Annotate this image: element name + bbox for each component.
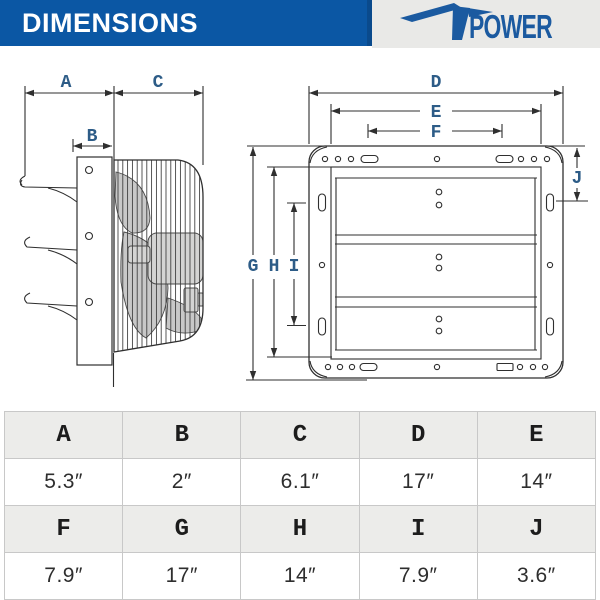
dim-letter-c: C — [240, 411, 360, 459]
dim-value-a: 5.3″ — [3, 458, 124, 506]
dimension-table-wrap: A B C D E 5.3″ 2″ 6.1″ 17″ 14″ F G H I J… — [0, 405, 600, 600]
dim-label-g: G — [248, 257, 259, 277]
brand-text: POWER — [469, 9, 553, 46]
dim-label-h: H — [269, 257, 280, 277]
fan-grille — [117, 160, 201, 352]
dim-value-e: 14″ — [476, 458, 597, 506]
table-header-row-1: A B C D E — [3, 411, 597, 459]
brand-logo-graphic: POWER — [400, 3, 554, 46]
dim-label-a: A — [61, 73, 72, 93]
dim-value-g: 17″ — [122, 552, 242, 600]
dim-value-b: 2″ — [122, 458, 242, 506]
dim-label-e: E — [431, 103, 442, 123]
dim-letter-b: B — [122, 411, 242, 459]
dimension-table: A B C D E 5.3″ 2″ 6.1″ 17″ 14″ F G H I J… — [3, 411, 597, 600]
dim-label-c: C — [153, 73, 164, 93]
dimension-diagram: A B C D E F G H I J — [0, 48, 600, 405]
dim-value-f: 7.9″ — [3, 552, 124, 600]
page-title: DIMENSIONS — [22, 7, 199, 38]
dim-label-d: D — [431, 73, 442, 93]
mounting-holes — [317, 154, 555, 372]
diagram-canvas: A B C D E F G H I J — [19, 73, 588, 387]
dim-value-c: 6.1″ — [240, 458, 360, 506]
dim-letter-f: F — [3, 505, 124, 553]
table-value-row-2: 7.9″ 17″ 14″ 7.9″ 3.6″ — [3, 552, 597, 600]
header-title-bar: DIMENSIONS — [0, 0, 372, 46]
flange-plate — [76, 156, 113, 366]
dim-letter-j: J — [476, 505, 597, 553]
dim-value-j: 3.6″ — [476, 552, 597, 600]
dim-value-d: 17″ — [358, 458, 478, 506]
dim-label-j: J — [572, 169, 583, 189]
table-value-row-1: 5.3″ 2″ 6.1″ 17″ 14″ — [3, 458, 597, 506]
dim-letter-i: I — [358, 505, 478, 553]
lightning-bolt-icon — [400, 3, 493, 40]
dim-letter-e: E — [476, 411, 597, 459]
dim-letter-h: H — [240, 505, 360, 553]
front-view — [246, 86, 588, 381]
page-header: DIMENSIONS POWER — [0, 0, 600, 48]
dim-value-h: 14″ — [240, 552, 360, 600]
louver-holes — [435, 188, 443, 335]
side-view — [19, 86, 204, 387]
dim-label-i: I — [289, 257, 300, 277]
dim-value-i: 7.9″ — [358, 552, 478, 600]
dim-letter-g: G — [122, 505, 242, 553]
dim-letter-d: D — [358, 411, 478, 459]
shutter-louvers — [20, 179, 78, 321]
dim-label-f: F — [431, 123, 442, 143]
brand-logo: POWER — [372, 0, 600, 48]
table-header-row-2: F G H I J — [3, 505, 597, 553]
dim-label-b: B — [87, 127, 98, 147]
dim-letter-a: A — [3, 411, 124, 459]
